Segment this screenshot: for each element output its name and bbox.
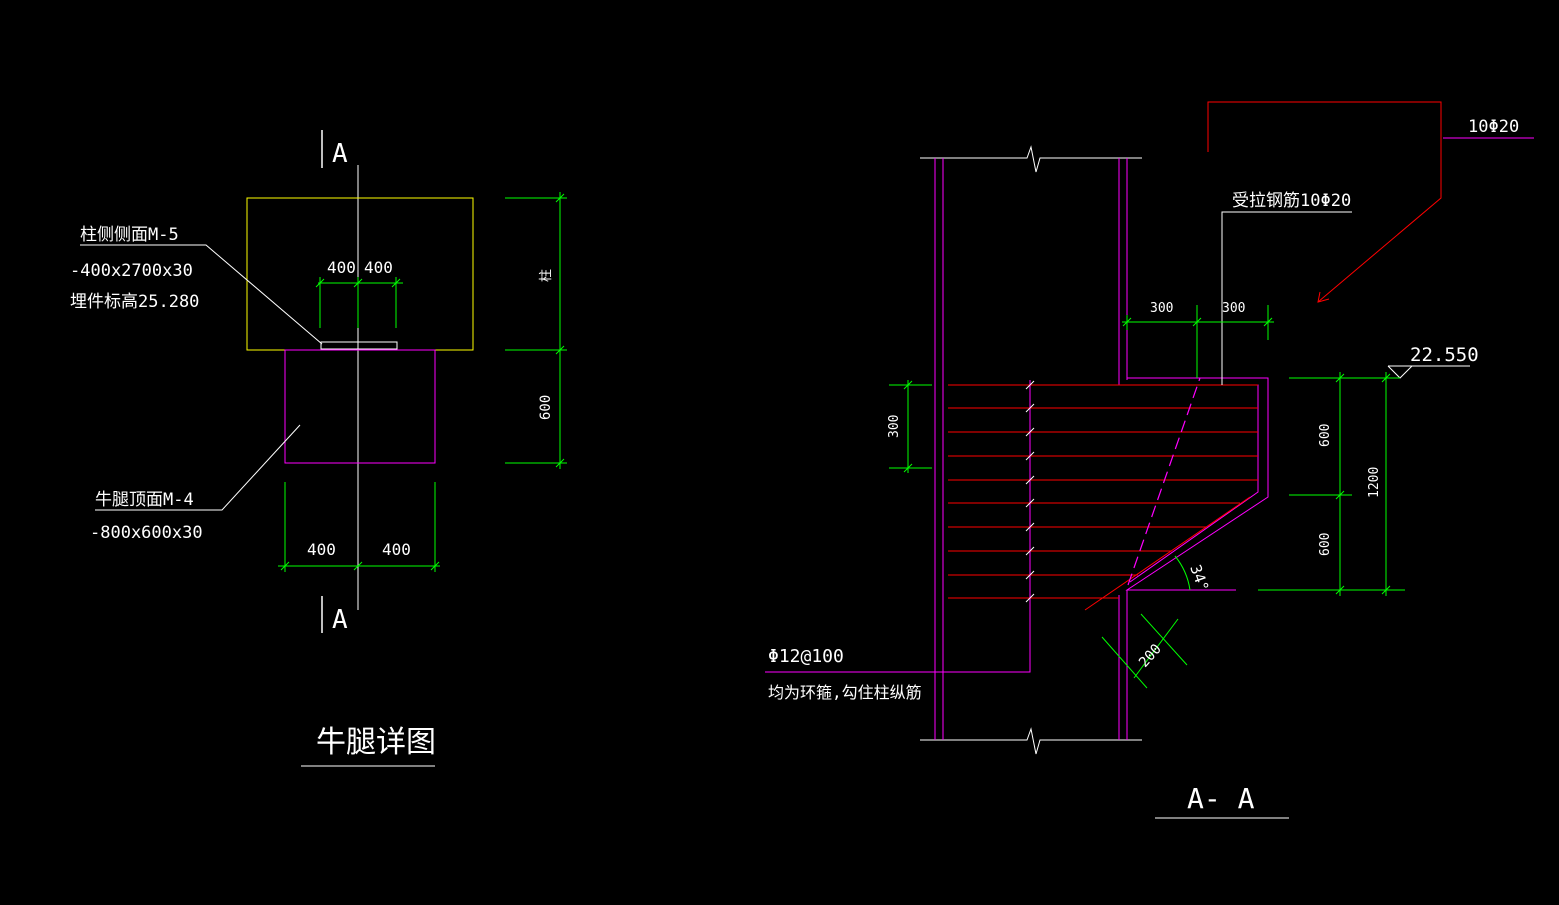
dim-300-a: 300	[1150, 301, 1173, 316]
dim-left-300	[889, 380, 932, 473]
section-mark-top: A	[332, 139, 348, 169]
stirrup-label: Φ12@100	[768, 646, 844, 667]
note-m4-size: -800x600x30	[90, 523, 203, 543]
elevation: 22.550	[1410, 344, 1479, 366]
dim-300-pair	[1122, 305, 1274, 378]
column-break-top	[920, 145, 1142, 173]
corbel-stirrups	[948, 384, 1258, 599]
dim-300-b: 300	[1222, 301, 1245, 316]
corbel-outline	[1125, 377, 1269, 591]
column-break-bottom	[920, 727, 1142, 755]
dim-left-300-text: 300	[887, 415, 902, 438]
stirrup-hooks	[1025, 380, 1035, 603]
dim-right-600-top: 600	[1318, 424, 1333, 447]
tension-bar	[948, 384, 1259, 583]
angle-arc	[1174, 555, 1191, 591]
dashed-bent-bar	[1127, 377, 1201, 586]
dim-top-right: 400	[364, 258, 393, 277]
dim-bottom-left: 400	[307, 540, 336, 559]
dim-200-text: 200	[1136, 641, 1165, 671]
dim-right-1200: 1200	[1367, 467, 1382, 498]
corbel-plan-outline	[284, 349, 436, 464]
dim-top-left: 400	[327, 258, 356, 277]
dim-side	[505, 192, 567, 469]
right-view-title: A- A	[1187, 782, 1255, 815]
dim-top-inner	[315, 277, 403, 328]
label-top-bar: 10Φ20	[1468, 117, 1519, 137]
tension-bar-leader	[1221, 211, 1352, 385]
stirrup-leg	[765, 380, 1031, 673]
bent-bar-red	[1084, 496, 1251, 611]
top-bar-arrow	[1317, 291, 1330, 303]
elevation-marker	[1387, 365, 1470, 379]
label-tension-bar: 受拉钢筋10Φ20	[1232, 191, 1351, 211]
left-view-title: 牛腿详图	[316, 725, 436, 760]
dim-bottom	[278, 482, 440, 572]
column-plan-outline	[246, 197, 474, 351]
leader-m5	[80, 244, 323, 345]
note-m5-elev: 埋件标高25.280	[70, 292, 199, 312]
dim-side-column: 柱	[539, 269, 554, 282]
leader-m4	[95, 424, 301, 511]
dim-right-stack	[1258, 372, 1405, 596]
dim-side-corbel: 600	[538, 395, 554, 420]
dim-200	[1101, 613, 1188, 689]
note-m4-title: 牛腿顶面M-4	[95, 490, 194, 510]
section-mark-bottom: A	[332, 605, 348, 635]
note-m5-size: -400x2700x30	[70, 261, 193, 281]
note-m5-title: 柱侧侧面M-5	[80, 225, 179, 245]
right-view: 10Φ20 受拉钢筋10Φ20 300 300 22.550	[765, 101, 1534, 819]
left-view: A A 400 400 400 400	[70, 130, 567, 767]
dim-right-600-bottom: 600	[1318, 533, 1333, 556]
top-bar-callout	[1207, 101, 1442, 303]
stirrup-note: 均为环箍,勾住柱纵筋	[768, 683, 922, 702]
embedded-plate-m5	[320, 341, 398, 350]
dim-bottom-right: 400	[382, 540, 411, 559]
